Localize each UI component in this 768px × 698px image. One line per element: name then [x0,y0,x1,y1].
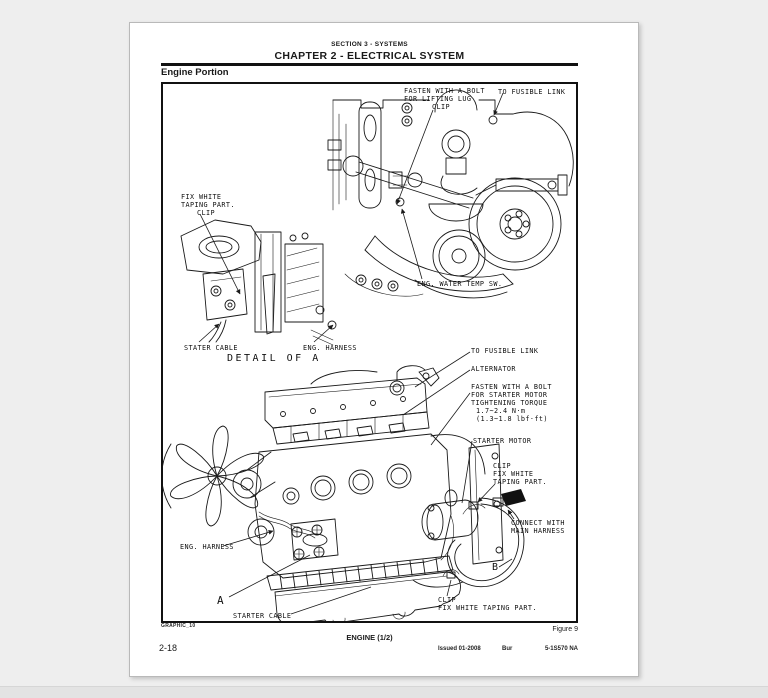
chapter-header: CHAPTER 2 - ELECTRICAL SYSTEM [274,50,465,62]
detail-title: DETAIL OF A [227,353,321,364]
figure-frame: FASTEN WITH A BOLT FOR LIFTING LUG CLIP … [161,82,578,623]
label-starter-cable: STARTER CABLE [233,612,292,620]
issued-date: Issued 01-2008 [438,646,481,652]
label-fusible-main: TO FUSIBLE LINK [471,347,539,355]
main-view-art [163,365,526,621]
label-fix-white-left: FIX WHITE TAPING PART. [181,193,235,209]
manual-page: SECTION 3 - SYSTEMS CHAPTER 2 - ELECTRIC… [129,22,639,677]
label-connect-main: CONNECT WITH MAIN HARNESS [511,519,565,535]
figure-caption: Figure 9 [552,626,578,633]
label-fasten-starter: FASTEN WITH A BOLT FOR STARTER MOTOR TIG… [471,383,552,423]
label-fasten-lifting: FASTEN WITH A BOLT FOR LIFTING LUG [404,87,485,103]
point-a: A [217,594,225,607]
detail-view-art [327,89,574,299]
label-clip-right: CLIP FIX WHITE TAPING PART. [493,462,547,486]
figure-title: ENGINE (1/2) [346,633,393,642]
label-clip-left: CLIP [197,209,215,217]
issued-by: Bur [502,646,513,652]
lug-closeup-art [180,219,337,346]
label-stater-cable: STATER CABLE [184,344,238,352]
viewer-bottom-strip [0,686,768,698]
label-eng-harness-bottom: ENG. HARNESS [180,543,234,551]
label-water-temp: ENG. WATER TEMP SW. [417,280,503,288]
graphic-id: GRAPHIC_10 [161,623,196,629]
doc-code: 5-1S570 NA [544,646,578,652]
section-header: SECTION 3 - SYSTEMS [331,41,408,48]
leader-lines [198,92,515,615]
label-clip-bottom: CLIP FIX WHITE TAPING PART. [438,596,537,612]
label-eng-harness-top: ENG. HARNESS [303,344,357,352]
page-number: 2-18 [159,643,178,653]
label-fusible-top: TO FUSIBLE LINK [498,88,566,96]
point-b: B [492,562,500,573]
header-rule [161,63,578,66]
label-starter-motor: STARTER MOTOR [473,437,532,445]
engine-diagram-art [163,89,574,621]
label-clip-top: CLIP [432,103,450,111]
page-header: SECTION 3 - SYSTEMS CHAPTER 2 - ELECTRIC… [161,41,578,62]
page-title: Engine Portion [161,67,229,78]
label-alternator: ALTERNATOR [471,365,516,373]
